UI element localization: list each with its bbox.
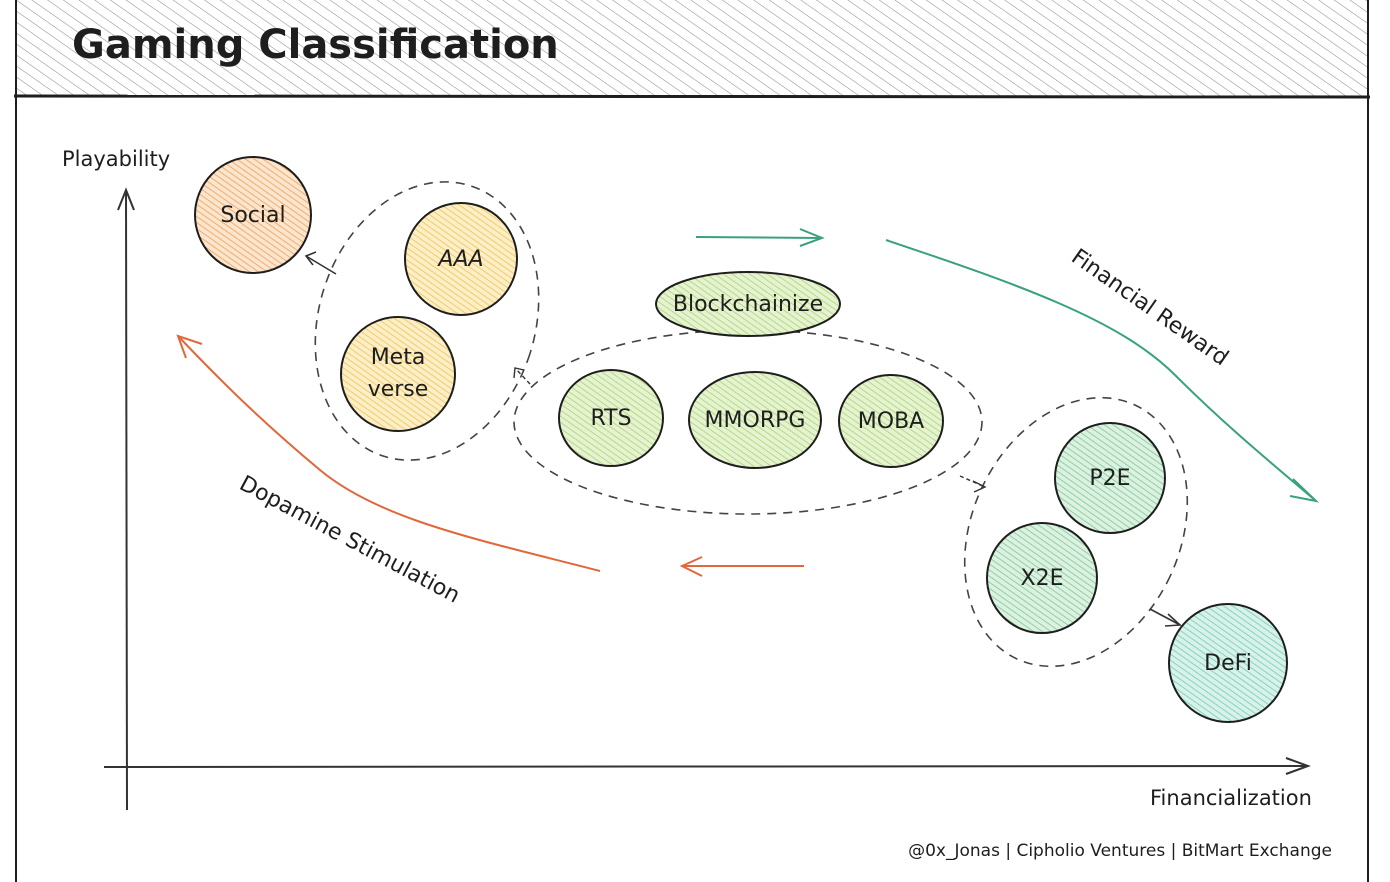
node-x2e-shape xyxy=(986,522,1098,634)
edge-blockchainize-to-traditional xyxy=(513,367,531,385)
node-p2e-shape xyxy=(1054,422,1166,534)
x-axis-arrowhead xyxy=(1285,757,1311,775)
credit-line: @0x_Jonas | Cipholio Ventures | BitMart … xyxy=(908,841,1332,861)
edge-line xyxy=(1149,608,1181,626)
arrowhead-icon xyxy=(1164,613,1182,627)
node-aaa-shape xyxy=(404,202,518,316)
traditional-group-outline xyxy=(314,181,540,461)
node-metaverse-label-line2: verse xyxy=(368,377,429,402)
dopamine-stimulation-label: Dopamine Stimulation xyxy=(235,471,464,608)
node-x2e-label: X2E xyxy=(1021,566,1064,591)
node-metaverse[interactable]: Meta verse xyxy=(340,316,456,432)
arrowhead-icon xyxy=(1289,478,1320,503)
node-moba-shape xyxy=(838,374,944,468)
node-social-shape xyxy=(194,156,312,274)
x-axis xyxy=(103,765,1309,768)
header-hatch xyxy=(16,0,1368,96)
node-aaa-label: AAA xyxy=(436,247,483,272)
node-mmorpg-label: MMORPG xyxy=(705,408,806,433)
node-mmorpg[interactable]: MMORPG xyxy=(688,371,822,469)
arrowhead-icon xyxy=(304,251,317,266)
node-aaa[interactable]: AAA xyxy=(404,202,518,316)
x-axis-label: Financialization xyxy=(1150,786,1312,810)
financial-reward-curve xyxy=(885,239,1317,502)
frame xyxy=(13,0,1371,882)
y-axis-arrowhead xyxy=(117,187,135,211)
node-blockchainize[interactable]: Blockchainize xyxy=(655,271,841,337)
node-metaverse-label-line1: Meta xyxy=(371,345,426,370)
edge-traditional-to-social xyxy=(304,251,337,275)
node-defi-label: DeFi xyxy=(1204,651,1252,676)
node-moba[interactable]: MOBA xyxy=(838,374,944,468)
node-p2e-label: P2E xyxy=(1089,466,1130,491)
edge-earn-to-defi xyxy=(1149,608,1182,627)
node-mmorpg-shape xyxy=(688,371,822,469)
axes: Playability Financialization xyxy=(62,147,1312,811)
node-defi[interactable]: DeFi xyxy=(1168,603,1288,723)
node-rts-label: RTS xyxy=(590,406,631,431)
node-social-label: Social xyxy=(220,203,285,228)
node-blockchainize-label: Blockchainize xyxy=(673,292,823,317)
arrowhead-icon xyxy=(176,334,203,359)
node-x2e[interactable]: X2E xyxy=(986,522,1098,634)
node-p2e[interactable]: P2E xyxy=(1054,422,1166,534)
edge-blockchainize-to-earn xyxy=(959,475,987,493)
edge-line xyxy=(305,255,337,275)
page-title: Gaming Classification xyxy=(72,22,559,68)
dopamine-curve xyxy=(177,335,601,572)
financial-reward-short-arrow xyxy=(695,236,823,239)
y-axis-label: Playability xyxy=(62,147,170,171)
node-blockchainize-shape xyxy=(655,271,841,337)
dopamine-stimulation-flow: Dopamine Stimulation xyxy=(176,334,804,609)
node-defi-shape xyxy=(1168,603,1288,723)
node-rts-shape xyxy=(558,369,664,467)
node-metaverse-shape xyxy=(340,316,456,432)
header-divider xyxy=(13,94,1371,99)
edge-line xyxy=(514,367,531,385)
y-axis xyxy=(125,189,128,811)
arrowhead-icon xyxy=(972,480,987,493)
arrowhead-icon xyxy=(799,228,825,247)
node-social[interactable]: Social xyxy=(194,156,312,274)
node-moba-label: MOBA xyxy=(858,409,924,434)
arrowhead-icon xyxy=(679,556,703,577)
node-rts[interactable]: RTS xyxy=(558,369,664,467)
arrowhead-icon xyxy=(513,367,525,379)
